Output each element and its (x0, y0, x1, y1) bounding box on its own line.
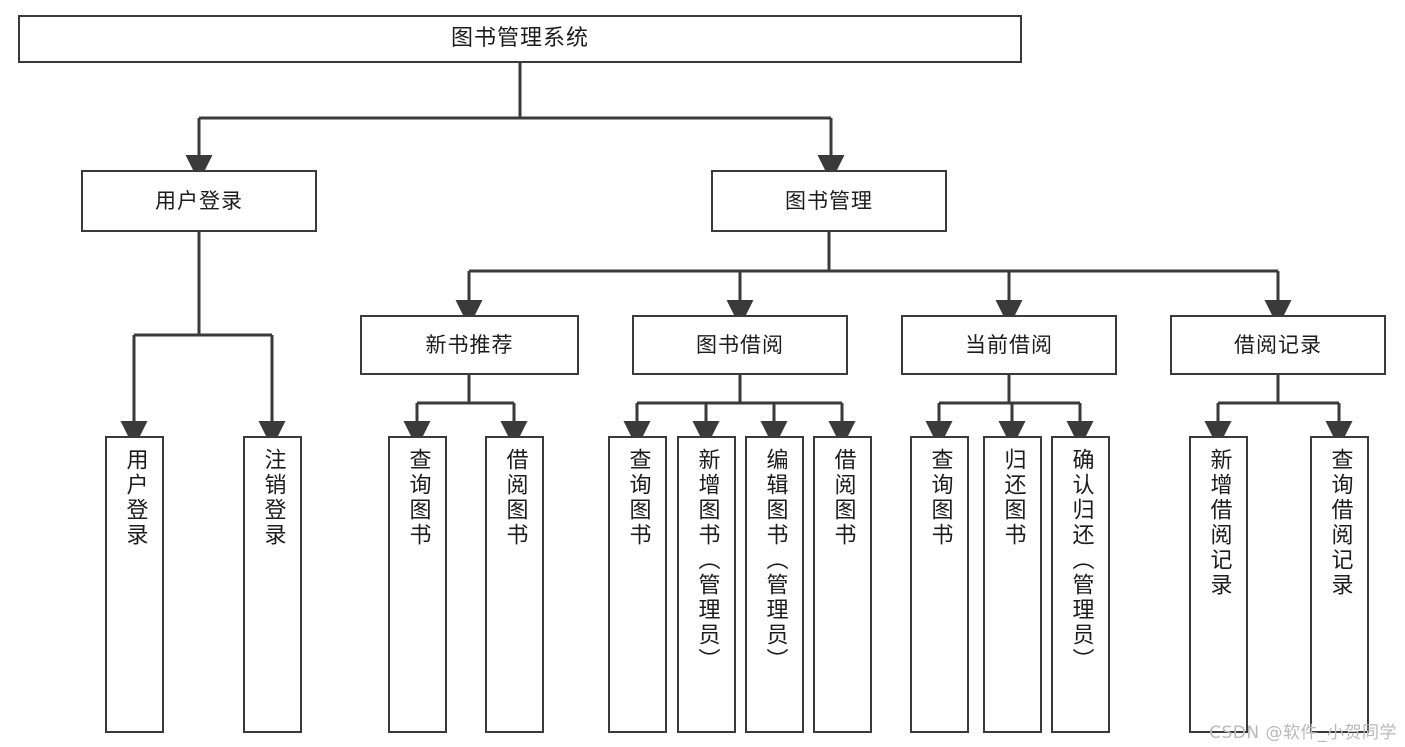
node-label: 借阅图书 (502, 448, 528, 548)
node-label: 归还图书 (1000, 448, 1026, 548)
node-label: 编辑图书（管理员） (762, 448, 788, 673)
node-leaf-add-borrow-record[interactable]: 新增借阅记录 (1189, 436, 1248, 733)
node-label: 确认归还（管理员） (1068, 448, 1094, 673)
node-label: 查询借阅记录 (1327, 448, 1353, 598)
node-label: 借阅记录 (1234, 332, 1322, 357)
node-label: 新增借阅记录 (1206, 448, 1232, 598)
node-label: 新增图书（管理员） (694, 448, 720, 673)
node-leaf-query-borrow-record[interactable]: 查询借阅记录 (1310, 436, 1369, 733)
node-label: 查询图书 (927, 448, 953, 548)
node-book-management-system[interactable]: 图书管理系统 (18, 15, 1022, 63)
node-label: 当前借阅 (965, 332, 1053, 357)
node-leaf-edit-book-admin[interactable]: 编辑图书（管理员） (745, 436, 804, 733)
node-current-borrow[interactable]: 当前借阅 (901, 315, 1117, 375)
node-leaf-query-book-1[interactable]: 查询图书 (388, 436, 447, 733)
node-leaf-return-book[interactable]: 归还图书 (983, 436, 1042, 733)
csdn-watermark: CSDN @软件_小贺同学 (1209, 723, 1397, 743)
node-leaf-logout-login[interactable]: 注销登录 (243, 436, 302, 733)
node-leaf-borrow-book-2[interactable]: 借阅图书 (813, 436, 872, 733)
node-label: 注销登录 (260, 448, 286, 548)
node-leaf-confirm-return-admin[interactable]: 确认归还（管理员） (1051, 436, 1110, 733)
node-label: 图书借阅 (696, 332, 784, 357)
node-user-login[interactable]: 用户登录 (81, 170, 317, 232)
node-label: 查询图书 (625, 448, 651, 548)
node-book-management[interactable]: 图书管理 (711, 170, 947, 232)
node-leaf-user-login[interactable]: 用户登录 (105, 436, 164, 733)
node-label: 用户登录 (155, 188, 243, 213)
node-leaf-add-book-admin[interactable]: 新增图书（管理员） (677, 436, 736, 733)
node-new-book-recommend[interactable]: 新书推荐 (360, 315, 579, 375)
node-leaf-query-book-2[interactable]: 查询图书 (608, 436, 667, 733)
node-label: 借阅图书 (830, 448, 856, 548)
node-label: 图书管理 (785, 188, 873, 213)
node-book-borrow[interactable]: 图书借阅 (632, 315, 848, 375)
node-leaf-borrow-book-1[interactable]: 借阅图书 (485, 436, 544, 733)
node-leaf-query-book-3[interactable]: 查询图书 (910, 436, 969, 733)
node-label: 图书管理系统 (450, 26, 589, 52)
node-label: 用户登录 (122, 448, 148, 548)
node-label: 新书推荐 (425, 332, 514, 357)
node-label: 查询图书 (405, 448, 431, 548)
node-borrow-records[interactable]: 借阅记录 (1170, 315, 1386, 375)
